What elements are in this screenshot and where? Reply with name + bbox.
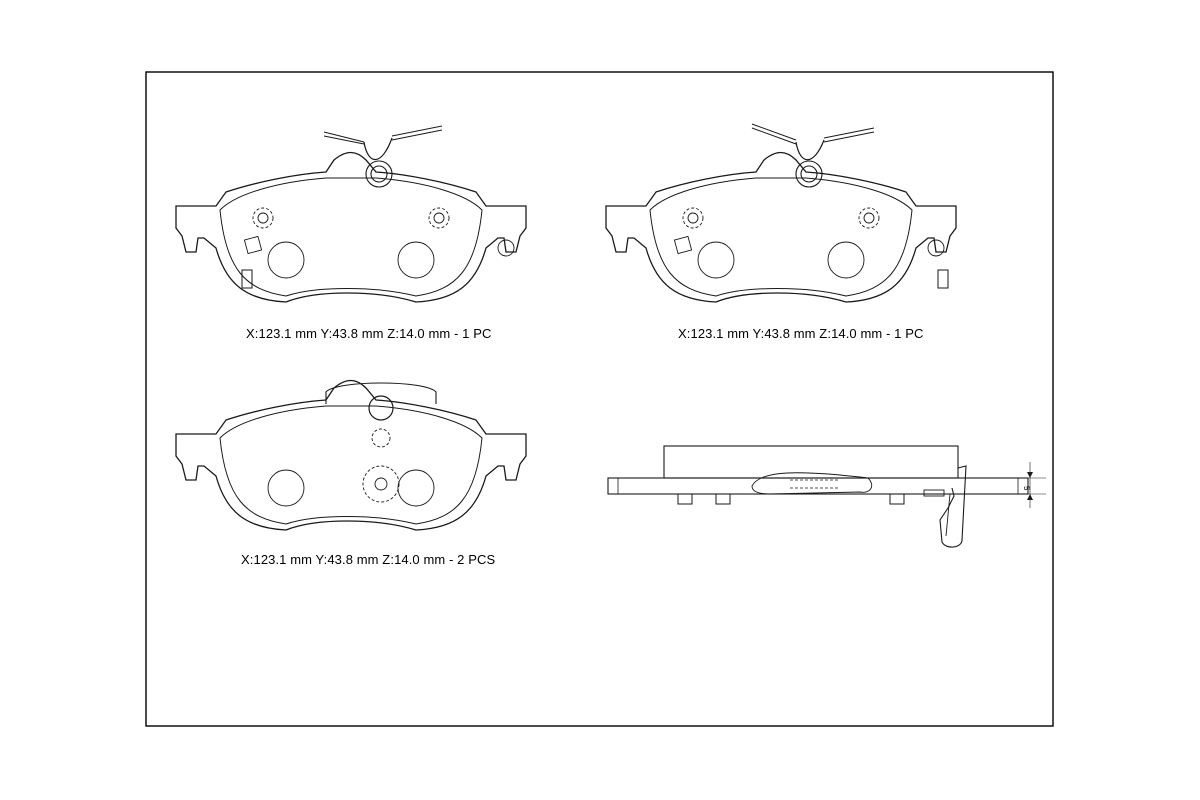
caption-pad-with-clip-right: X:123.1 mm Y:43.8 mm Z:14.0 mm - 1 PC	[678, 326, 924, 341]
drawing-frame	[145, 71, 1054, 727]
pad-plain-view	[175, 379, 527, 531]
side-profile-view: 5	[607, 445, 1046, 548]
caption-pad-with-clip-left: X:123.1 mm Y:43.8 mm Z:14.0 mm - 1 PC	[246, 326, 492, 341]
profile-dimension-label: 5	[1022, 486, 1031, 491]
pad-with-clip-right-view	[605, 123, 957, 303]
caption-pad-plain: X:123.1 mm Y:43.8 mm Z:14.0 mm - 2 PCS	[241, 552, 496, 567]
pad-with-clip-left-view	[175, 125, 527, 303]
